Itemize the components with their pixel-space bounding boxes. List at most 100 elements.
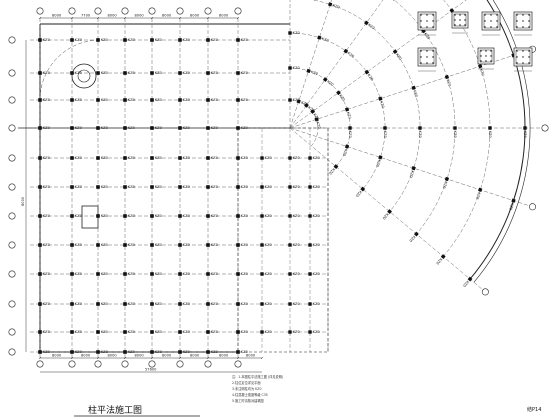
column (96, 38, 100, 42)
column (178, 38, 182, 42)
column (96, 302, 100, 306)
column-tag: KZ0 (312, 113, 320, 122)
rebar-dot (528, 20, 530, 22)
column-tag: KZ0 (101, 98, 109, 102)
arc-outer-wall (469, 0, 526, 280)
column-tag: KZ0 (155, 71, 163, 75)
top-dim-tick (206, 16, 210, 20)
column (344, 107, 350, 112)
rebar-dot (522, 20, 524, 22)
column-tag: KZ0 (75, 214, 83, 218)
column (150, 272, 154, 276)
column (308, 214, 312, 218)
column-tag: KZ0 (75, 98, 83, 102)
column (178, 185, 182, 189)
column (236, 350, 240, 354)
column (178, 98, 182, 102)
column-tag: KZ0 (265, 156, 273, 160)
column-tag: KZ0 (346, 111, 352, 120)
column-tag: KZ0 (241, 243, 249, 247)
column-tag: KZ0 (241, 71, 249, 75)
column-tag: KZ0 (128, 272, 136, 276)
column-tag: KZ0 (101, 185, 109, 189)
column-tag: KZ0 (313, 243, 321, 247)
column (344, 144, 350, 149)
column (96, 71, 100, 75)
column (150, 214, 154, 218)
column-tag: KZ0 (211, 185, 219, 189)
column (150, 185, 154, 189)
top-dim-label: 8000 (219, 14, 229, 18)
column-tag: KZ0 (101, 38, 109, 42)
arc-gridline (289, 99, 319, 147)
note-4: 4.柱混凝土强度等级 C35 (232, 392, 268, 397)
column-tag: KZ0 (265, 185, 273, 189)
column (123, 38, 127, 42)
column (178, 350, 182, 354)
column (392, 49, 398, 54)
column-tag: KZ0 (315, 121, 321, 130)
bottom-total-label: 57600 (145, 368, 157, 372)
rebar-dot (490, 55, 492, 57)
column-tag: KZ0 (347, 51, 356, 59)
column (123, 272, 127, 276)
axis-bubble (8, 241, 16, 249)
column-tag: KZ0 (128, 185, 136, 189)
axis-bubble (8, 212, 16, 220)
axis-bubble (541, 124, 549, 132)
rebar-dot (432, 62, 434, 64)
rebar-dot (484, 26, 486, 28)
column-tag: KZ0 (155, 126, 163, 130)
column (411, 85, 416, 90)
column-tag: KZ0 (211, 98, 219, 102)
rebar-dot (459, 24, 461, 26)
column-tag: KZ0 (75, 350, 83, 354)
column-tag: KZ0 (155, 243, 163, 247)
axis-bubble (148, 7, 156, 15)
column (123, 185, 127, 189)
column-tag: KZ0 (183, 330, 191, 334)
column (178, 330, 182, 334)
column (418, 126, 422, 130)
column (348, 126, 352, 130)
column (38, 38, 42, 42)
axis-bubble (68, 7, 76, 15)
column (206, 243, 210, 247)
column-tag: KZ0 (101, 71, 109, 75)
column-tag: KZ0 (310, 70, 319, 76)
rebar-dot (484, 20, 486, 22)
rebar-dot (426, 56, 428, 58)
column-tag: KZ0 (43, 272, 51, 276)
column (38, 71, 42, 75)
column-tag: KZ0 (155, 272, 163, 276)
column (236, 38, 240, 42)
column (70, 38, 74, 42)
column-tag: KZ0 (101, 330, 109, 334)
column (96, 243, 100, 247)
column-tag: KZ0 (43, 350, 51, 354)
rebar-dot (485, 50, 487, 52)
column-tag: KZ0 (155, 330, 163, 334)
rebar-dot (485, 55, 487, 57)
column-tag: KZ0 (241, 272, 249, 276)
rebar-dot (528, 62, 530, 64)
column-tag: KZ0 (43, 156, 51, 160)
column-tag: KZ0 (128, 71, 136, 75)
column-tag: KZ0 (128, 214, 136, 218)
rebar-dot (496, 20, 498, 22)
column (38, 243, 42, 247)
column-section-details (417, 11, 533, 72)
column (150, 38, 154, 42)
axis-bubble (8, 69, 16, 77)
rebar-dot (480, 50, 482, 52)
column-tag: KZ0 (101, 156, 109, 160)
axis-bubble (36, 7, 44, 15)
rebar-dot (522, 14, 524, 16)
column-tag: KZ0 (183, 156, 191, 160)
axis-bubble (204, 360, 212, 368)
column (178, 126, 182, 130)
axis-bubble (94, 7, 102, 15)
bottom-dim-label: 8000 (219, 354, 229, 358)
column-tag: KZ0 (155, 156, 163, 160)
column-tag: KZ0 (408, 170, 414, 179)
